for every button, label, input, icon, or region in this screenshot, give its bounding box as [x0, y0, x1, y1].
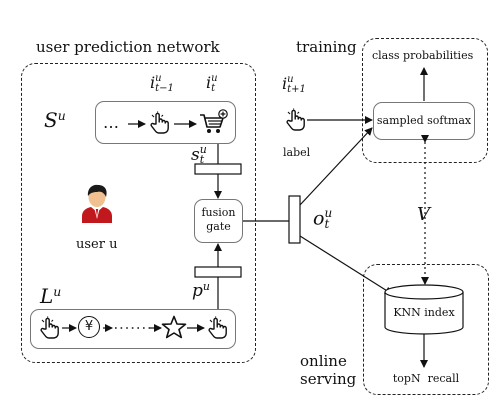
online-serving-title-line2: serving — [300, 370, 357, 388]
output-to-knn-arrow — [299, 235, 393, 295]
p-vector-label: pu — [192, 281, 210, 300]
output-sub: t — [324, 217, 330, 232]
class-probabilities-label: class probabilities — [372, 49, 474, 62]
knn-index-label: KNN index — [393, 306, 455, 319]
online-serving-title-line1: online — [300, 352, 347, 370]
item-prev-sub: t−1 — [155, 82, 174, 94]
short-seq-symbol-sup: u — [57, 108, 66, 124]
item-prev-sup: u — [155, 73, 162, 84]
next-item-sup: u — [287, 74, 294, 85]
next-item-base: i — [282, 74, 288, 93]
user-prediction-network-region — [21, 63, 256, 363]
user-avatar-icon — [82, 184, 112, 223]
user-network-title: user prediction network — [36, 38, 220, 56]
fusion-gate-line2: gate — [206, 220, 231, 233]
item-curr-sub: t — [211, 82, 216, 94]
label-text: label — [283, 146, 311, 159]
item-prev-base: i — [150, 73, 156, 92]
sampled-softmax-box — [373, 102, 475, 140]
user-label: user u — [76, 237, 118, 252]
fusion-gate-label: fusion gate — [194, 206, 243, 234]
long-seq-hand-click-icon-1 — [40, 316, 59, 339]
training-title: training — [296, 38, 357, 56]
output-vector-rect — [288, 195, 301, 244]
topn-recall-label: topN recall — [392, 372, 460, 385]
long-seq-symbol-sup: u — [53, 284, 62, 300]
s-vector-sub: t — [199, 153, 205, 167]
output-to-softmax-arrow — [299, 127, 373, 206]
yen-symbol: ¥ — [84, 319, 94, 334]
star-icon — [161, 315, 187, 339]
long-seq-symbol: Lu — [40, 284, 62, 308]
p-vector-base: p — [192, 281, 203, 302]
long-seq-hand-click-icon-2 — [208, 316, 227, 339]
output-sup: u — [324, 206, 333, 220]
shared-matrix-label: V — [417, 204, 430, 225]
coin-yen-icon: ¥ — [78, 316, 100, 338]
fusion-gate-box — [194, 199, 243, 243]
p-vector-sup: u — [202, 280, 210, 293]
sampled-softmax-label: sampled softmax — [376, 114, 472, 127]
short-seq-symbol-base: S — [44, 108, 58, 132]
fusion-gate-line1: fusion — [201, 206, 236, 219]
s-vector-sup: u — [199, 143, 207, 156]
short-seq-symbol: Su — [44, 108, 66, 132]
cart-add-icon — [200, 109, 228, 133]
short-seq-ellipsis: … — [103, 113, 119, 132]
long-seq-symbol-base: L — [40, 284, 54, 308]
online-serving-title: online serving — [300, 352, 356, 388]
next-item-sub: t+1 — [287, 83, 306, 95]
output-base: o — [313, 207, 325, 230]
item-curr-base: i — [206, 73, 212, 92]
label-hand-click-icon — [286, 108, 305, 131]
item-curr-sup: u — [211, 73, 218, 84]
hand-click-icon — [150, 111, 169, 134]
p-vector-rect — [194, 266, 242, 278]
s-vector-base: s — [191, 144, 200, 165]
